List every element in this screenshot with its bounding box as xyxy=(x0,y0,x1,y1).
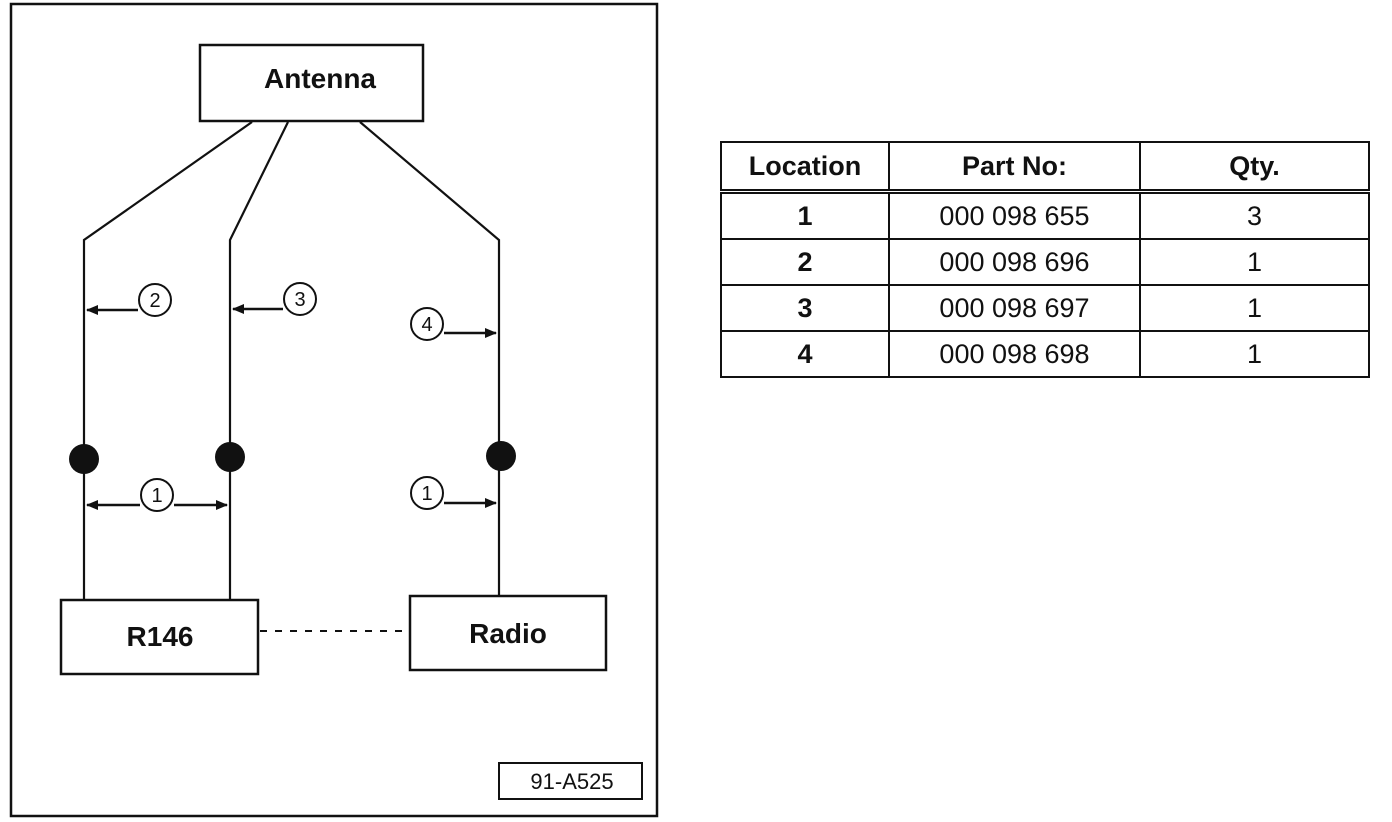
r146-box: R146 xyxy=(59,598,260,676)
table-row: 2 000 098 696 1 xyxy=(720,238,1370,286)
cell-qty: 1 xyxy=(1139,330,1370,378)
connector-dot-left xyxy=(69,444,99,474)
r146-label: R146 xyxy=(127,621,194,652)
cell-location: 3 xyxy=(720,284,890,332)
cell-qty: 3 xyxy=(1139,190,1370,240)
cell-qty: 1 xyxy=(1139,238,1370,286)
connector-dot-middle xyxy=(215,442,245,472)
cable-right xyxy=(359,121,501,596)
radio-label: Radio xyxy=(469,618,547,649)
callout-1-left-label: 1 xyxy=(151,485,162,507)
table-row: 4 000 098 698 1 xyxy=(720,330,1370,378)
radio-box: Radio xyxy=(408,594,608,672)
callout-3-label: 3 xyxy=(294,289,305,311)
callout-3: 3 xyxy=(232,282,317,316)
connector-dot-right xyxy=(486,441,516,471)
cell-location: 4 xyxy=(720,330,890,378)
antenna-label: Antenna xyxy=(264,63,376,94)
figure-id-box: 91-A525 xyxy=(498,762,643,800)
cell-qty: 1 xyxy=(1139,284,1370,332)
cell-part-no: 000 098 698 xyxy=(888,330,1141,378)
parts-table: Location Part No: Qty. 1 000 098 655 3 2… xyxy=(720,141,1370,378)
table-row: 3 000 098 697 1 xyxy=(720,284,1370,332)
cable-middle xyxy=(228,121,289,600)
cell-location: 2 xyxy=(720,238,890,286)
antenna-wiring-diagram: Antenna 2 3 4 1 1 R146 xyxy=(9,2,659,818)
callout-4: 4 xyxy=(410,307,497,341)
cell-part-no: 000 098 655 xyxy=(888,190,1141,240)
callout-1-left: 1 xyxy=(86,478,228,512)
table-header-row: Location Part No: Qty. xyxy=(720,141,1370,194)
callout-2-label: 2 xyxy=(149,290,160,312)
cable-left xyxy=(82,121,253,600)
diagram-frame xyxy=(9,2,659,818)
callout-1-right: 1 xyxy=(410,476,497,510)
table-row: 1 000 098 655 3 xyxy=(720,190,1370,240)
cell-part-no: 000 098 697 xyxy=(888,284,1141,332)
callout-2: 2 xyxy=(86,283,172,317)
header-part-no: Part No: xyxy=(888,141,1141,194)
figure-id-label: 91-A525 xyxy=(530,769,613,794)
callout-1-right-label: 1 xyxy=(421,483,432,505)
cell-location: 1 xyxy=(720,190,890,240)
cell-part-no: 000 098 696 xyxy=(888,238,1141,286)
antenna-box: Antenna xyxy=(198,43,425,123)
callout-4-label: 4 xyxy=(421,314,432,336)
header-qty: Qty. xyxy=(1139,141,1370,194)
header-location: Location xyxy=(720,141,890,194)
